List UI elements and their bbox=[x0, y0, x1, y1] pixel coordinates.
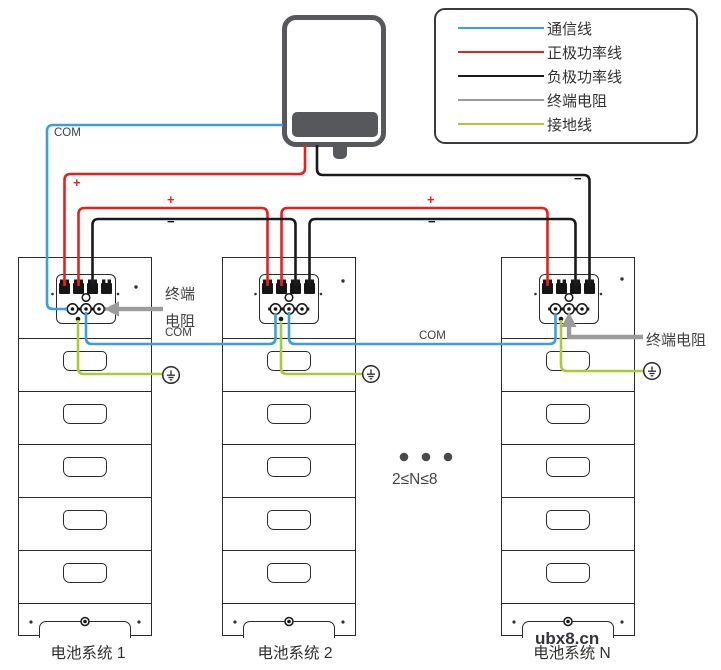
batteryN-module bbox=[501, 338, 635, 392]
terminal-resistor-line1: 终端 bbox=[165, 286, 196, 303]
module-handle bbox=[267, 457, 311, 477]
batteryN-module bbox=[501, 550, 635, 604]
battery2-module bbox=[222, 550, 356, 604]
legend-box: 通信线 正极功率线 负极功率线 终端电阻 接地线 bbox=[434, 8, 698, 144]
battery2-module bbox=[222, 338, 356, 392]
earth-ground-icon bbox=[161, 365, 181, 385]
module-handle bbox=[267, 563, 311, 583]
battery2-module bbox=[222, 444, 356, 498]
ground-line-swatch bbox=[458, 122, 544, 126]
battery2-label: 电池系统 2 bbox=[257, 645, 333, 662]
legend-row-resistor: 终端电阻 bbox=[436, 91, 696, 110]
com-label-battery1: COM bbox=[165, 327, 192, 339]
module-handle bbox=[546, 563, 590, 583]
plus-label: + bbox=[427, 192, 435, 207]
batteryN-terminal-panel bbox=[539, 274, 599, 324]
legend-label: 通信线 bbox=[547, 20, 593, 38]
module-handle bbox=[267, 404, 311, 424]
positive-line-swatch bbox=[458, 50, 544, 54]
com-label-inverter: COM bbox=[54, 127, 81, 139]
plus-label: + bbox=[167, 192, 175, 207]
battery1-module bbox=[18, 497, 152, 551]
module-handle bbox=[546, 510, 590, 530]
minus-label: − bbox=[167, 214, 175, 229]
minus-label: − bbox=[574, 171, 582, 186]
module-handle bbox=[546, 351, 590, 371]
legend-row-communication: 通信线 bbox=[436, 19, 696, 38]
battery1-terminal-panel bbox=[56, 274, 116, 324]
earth-ground-icon bbox=[361, 364, 381, 384]
module-handle bbox=[63, 563, 107, 583]
batteryN-module bbox=[501, 497, 635, 551]
battery-count-range: 2≤N≤8 bbox=[392, 471, 438, 488]
watermark: ubx8.cn bbox=[535, 629, 600, 648]
legend-row-ground: 接地线 bbox=[436, 115, 696, 134]
resistor-line-swatch bbox=[458, 98, 544, 102]
legend-label: 正极功率线 bbox=[547, 44, 623, 62]
terminal-resistor-label-batteryN: 终端电阻 bbox=[646, 332, 707, 349]
battery2-terminal-panel bbox=[259, 274, 319, 324]
battery2-base-notch bbox=[243, 621, 335, 638]
terminal-resistor-line2: 电阻 bbox=[165, 313, 196, 330]
terminal-resistor-label-battery1: 终端电阻 bbox=[165, 281, 195, 335]
module-handle bbox=[63, 457, 107, 477]
battery1-base-notch bbox=[39, 621, 131, 638]
module-handle bbox=[546, 457, 590, 477]
minus-label: − bbox=[428, 214, 436, 229]
module-handle bbox=[267, 510, 311, 530]
negative-line-swatch bbox=[458, 74, 544, 78]
module-handle bbox=[63, 510, 107, 530]
batteryN-module bbox=[501, 391, 635, 445]
battery1-module bbox=[18, 391, 152, 445]
battery1-label: 电池系统 1 bbox=[50, 645, 126, 662]
module-handle bbox=[63, 351, 107, 371]
battery1-module bbox=[18, 338, 152, 392]
module-handle bbox=[267, 351, 311, 371]
earth-ground-icon bbox=[642, 361, 662, 381]
communication-line-swatch bbox=[458, 26, 544, 30]
batteryN-label: 电池系统 N bbox=[533, 645, 611, 662]
inverter-display-panel bbox=[292, 112, 378, 137]
batteryN-module bbox=[501, 444, 635, 498]
battery1-module bbox=[18, 444, 152, 498]
module-handle bbox=[63, 404, 107, 424]
module-handle bbox=[546, 404, 590, 424]
legend-row-negative: 负极功率线 bbox=[436, 67, 696, 86]
plus-label: + bbox=[73, 175, 81, 190]
battery2-module bbox=[222, 391, 356, 445]
more-batteries-ellipsis bbox=[399, 452, 453, 462]
battery1-module bbox=[18, 550, 152, 604]
legend-label: 终端电阻 bbox=[547, 92, 608, 110]
inverter-cable-gland bbox=[333, 145, 347, 159]
battery2-module bbox=[222, 497, 356, 551]
legend-label: 负极功率线 bbox=[547, 68, 623, 86]
legend-label: 接地线 bbox=[547, 116, 593, 134]
legend-row-positive: 正极功率线 bbox=[436, 43, 696, 62]
com-label-battery2: COM bbox=[419, 330, 446, 342]
